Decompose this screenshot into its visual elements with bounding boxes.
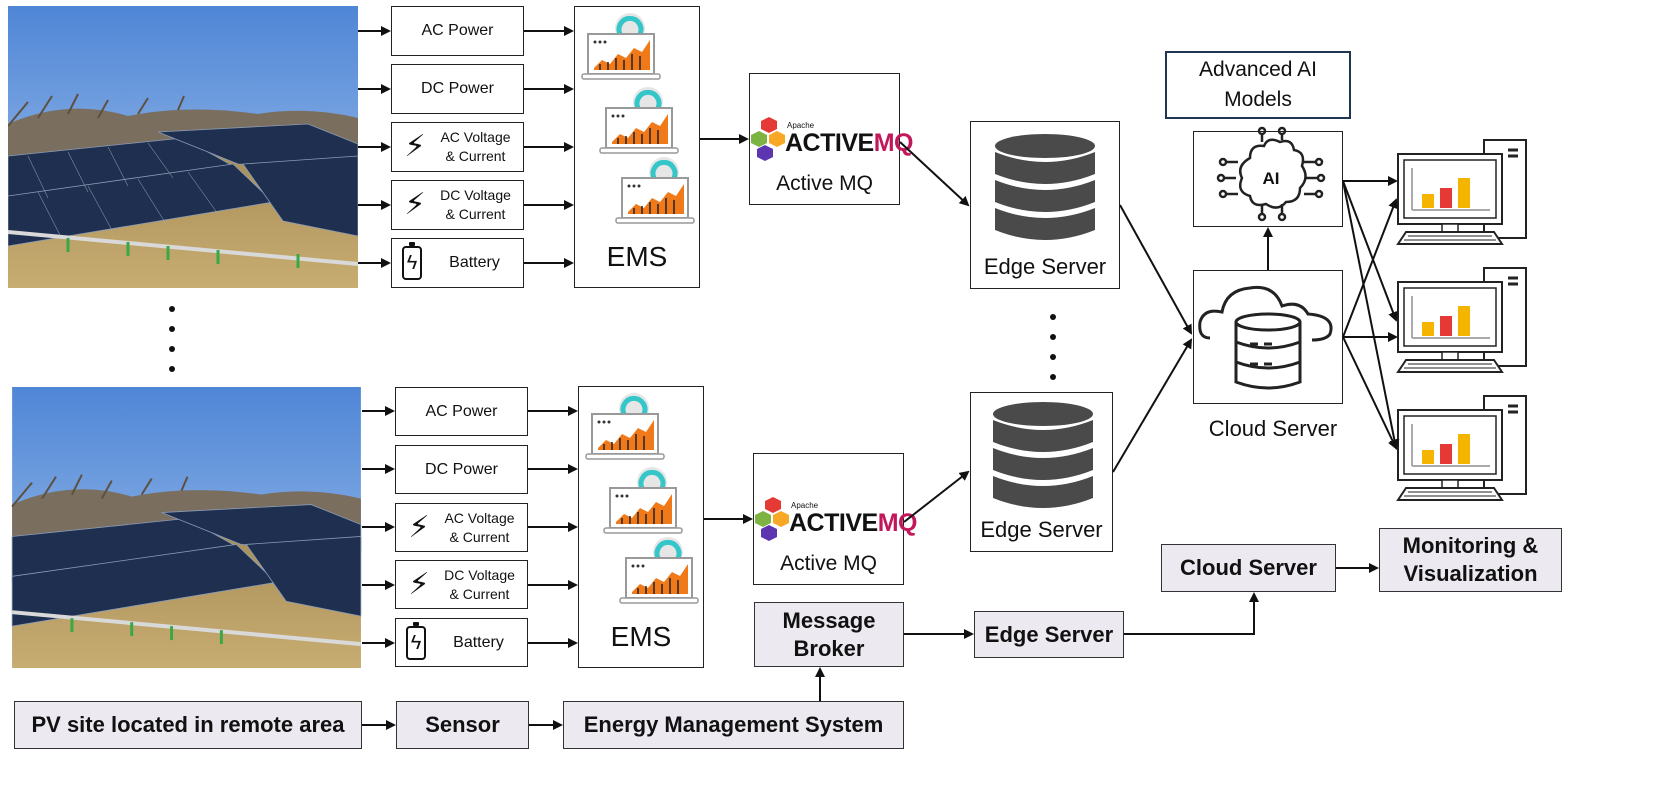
activemq-wordmark: ACTIVEMQ (785, 129, 913, 158)
sensor-label: DC Voltage & Current (440, 187, 511, 222)
legend-pv-site-label: PV site located in remote area (31, 712, 345, 737)
desktop-monitor-icon (1396, 394, 1528, 502)
sensor-ac-power: AC Power (391, 6, 524, 56)
activemq-apache-text: Apache (791, 501, 819, 510)
desktop-monitor-icon (1396, 138, 1528, 246)
ellipsis-sites (169, 306, 179, 386)
solar-farm-photo (11, 387, 362, 668)
activemq-logo: Apache ACTIVEMQ (755, 495, 917, 545)
ems-box: EMS (574, 6, 700, 288)
legend-monitoring: Monitoring & Visualization (1379, 528, 1562, 592)
ai-model-box (1193, 131, 1343, 227)
sensor-label: DC Power (421, 80, 494, 97)
sensor-ac-voltage-current: ⚡︎ AC Voltage & Current (395, 503, 528, 552)
ems-label: EMS (610, 621, 672, 652)
activemq-active-text: ACTIVE (789, 509, 878, 537)
sensor-ac-voltage-current: ⚡︎ AC Voltage & Current (391, 122, 524, 172)
ems-box: EMS (578, 386, 704, 668)
sensor-label: AC Power (421, 22, 494, 39)
sensor-ac-power: AC Power (395, 387, 528, 436)
sensor-label: Battery (449, 254, 500, 271)
activemq-label: Active MQ (780, 552, 877, 575)
edge-server-label: Edge Server (983, 254, 1107, 279)
advanced-ai-models-title: Advanced AI Models (1165, 51, 1351, 119)
activemq-label: Active MQ (776, 172, 873, 195)
cloud-server-label: Cloud Server (1208, 416, 1338, 441)
sensor-dc-power: DC Power (391, 64, 524, 114)
cloud-server-box (1193, 270, 1343, 404)
sensor-dc-power: DC Power (395, 445, 528, 494)
legend-edge-server: Edge Server (974, 611, 1124, 658)
ellipsis-edge-servers (1050, 314, 1060, 394)
lightning-bolt-icon: ⚡︎ (408, 566, 430, 602)
legend-sensor-label: Sensor (425, 712, 500, 737)
activemq-wordmark: ACTIVEMQ (789, 509, 917, 538)
legend-message-broker-label: Message Broker (782, 607, 876, 661)
edge-server-label: Edge Server (980, 517, 1103, 542)
legend-cloud-server-label: Cloud Server (1180, 555, 1317, 580)
sensor-battery: ϟ Battery (395, 618, 528, 667)
activemq-mq-text: MQ (873, 129, 914, 157)
lightning-bolt-icon: ⚡︎ (408, 509, 430, 545)
lightning-bolt-icon: ⚡︎ (404, 187, 426, 222)
legend-sensor: Sensor (396, 701, 529, 749)
ems-label: EMS (606, 241, 668, 272)
sensor-dc-voltage-current: ⚡︎ DC Voltage & Current (395, 560, 528, 609)
legend-edge-server-label: Edge Server (984, 621, 1114, 647)
sensor-dc-voltage-current: ⚡︎ DC Voltage & Current (391, 180, 524, 230)
advanced-ai-models-label: Advanced AI Models (1199, 58, 1317, 111)
battery-icon: ϟ (406, 621, 426, 660)
sensor-label: DC Power (425, 460, 498, 478)
legend-cloud-server: Cloud Server (1161, 544, 1336, 592)
sensor-label: DC Voltage & Current (444, 566, 515, 602)
lightning-bolt-icon: ⚡︎ (404, 129, 426, 164)
sensor-label: AC Power (425, 402, 498, 420)
activemq-active-text: ACTIVE (785, 129, 874, 157)
sensor-label: AC Voltage & Current (440, 129, 511, 164)
desktop-monitor-icon (1396, 266, 1528, 374)
battery-icon: ϟ (402, 242, 422, 280)
activemq-mq-text: MQ (877, 509, 918, 537)
activemq-logo: Apache ACTIVEMQ (751, 115, 913, 165)
legend-message-broker: Message Broker (754, 602, 904, 667)
edge-server-box: Edge Server (970, 392, 1113, 552)
sensor-label: AC Voltage & Current (444, 509, 515, 545)
legend-monitoring-label: Monitoring & Visualization (1402, 533, 1539, 586)
sensor-battery: ϟ Battery (391, 238, 524, 288)
legend-ems-label: Energy Management System (583, 712, 884, 737)
activemq-apache-text: Apache (787, 121, 815, 130)
legend-pv-site: PV site located in remote area (14, 701, 362, 749)
solar-farm-photo (8, 6, 358, 288)
edge-server-box: Edge Server (970, 121, 1120, 289)
legend-ems: Energy Management System (563, 701, 904, 749)
sensor-label: Battery (453, 633, 504, 651)
